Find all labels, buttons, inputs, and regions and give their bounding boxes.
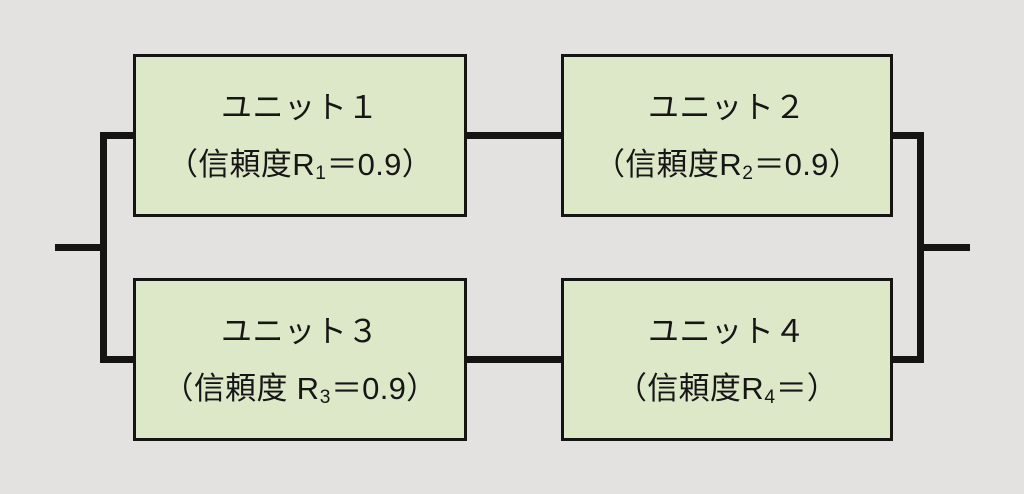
block-unit-3-title: ユニット３	[220, 313, 380, 349]
block-unit-4-title: ユニット４	[647, 313, 807, 349]
block-unit-3-reliability-subscript: 3	[319, 387, 331, 409]
connector-right-top-stub	[890, 132, 924, 139]
connector-right-terminal	[918, 244, 970, 251]
block-unit-2-reliability-equals: ＝	[753, 146, 785, 182]
block-unit-2-reliability-value: 0.9	[784, 146, 829, 182]
block-unit-1-reliability-subscript: 1	[315, 163, 327, 185]
block-unit-4-reliability-label: （信頼度R	[616, 370, 764, 406]
connector-left-terminal	[55, 244, 107, 251]
block-unit-4-reliability-close: ）	[806, 370, 838, 406]
block-unit-4-reliability-equals: ＝	[775, 370, 807, 406]
block-unit-4-reliability-subscript: 4	[764, 387, 776, 409]
connector-middle-bottom	[464, 356, 564, 363]
block-unit-3-reliability-equals: ＝	[331, 370, 363, 406]
block-unit-2-reliability-subscript: 2	[742, 163, 754, 185]
block-unit-1-reliability-label: （信頼度R	[166, 146, 315, 182]
block-unit-2-reliability-close: ）	[828, 146, 861, 182]
block-unit-1-reliability-value: 0.9	[357, 146, 402, 182]
block-unit-1-reliability-equals: ＝	[326, 146, 358, 182]
block-unit-1-title: ユニット１	[220, 89, 380, 125]
block-unit-3-reliability-label: （信頼度 R	[162, 370, 320, 406]
connector-middle-top	[464, 132, 564, 139]
block-unit-2-reliability-label: （信頼度R	[593, 146, 742, 182]
connector-left-bottom-stub	[100, 356, 136, 363]
block-unit-2-title: ユニット２	[647, 89, 807, 125]
block-unit-1-reliability-close: ）	[401, 146, 434, 182]
block-unit-3-reliability-value: 0.9	[362, 370, 407, 406]
connector-left-bus	[100, 135, 107, 362]
block-unit-3-reliability-close: ）	[406, 370, 438, 406]
connector-right-bottom-stub	[890, 356, 924, 363]
connector-left-top-stub	[100, 132, 136, 139]
